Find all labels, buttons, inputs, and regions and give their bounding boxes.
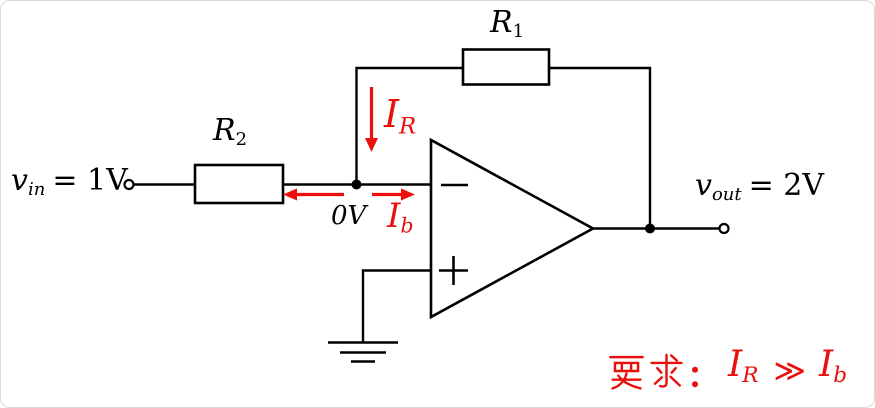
wire-noninverting-to-ground [361, 269, 431, 342]
vin-value: = 1V [52, 163, 128, 198]
r1-subscript: 1 [512, 21, 525, 43]
r2-label: R2 [213, 113, 248, 151]
vout-symbol: v [695, 168, 712, 203]
opamp-triangle [429, 137, 596, 320]
ir-label: IR [384, 92, 417, 140]
vin-symbol: v [11, 163, 28, 198]
requirement-ir-symbol: I [728, 344, 743, 385]
node-voltage-label: 0V [331, 201, 367, 231]
ib-label: Ib [387, 196, 414, 238]
vout-label: vout = 2V [695, 168, 825, 206]
current-arrow-left [283, 188, 344, 201]
current-arrow-ib [372, 188, 415, 201]
resistor-r2-body [193, 163, 285, 205]
r1-label: R1 [490, 5, 525, 43]
requirement-char-qiu [650, 353, 683, 388]
junction-dot-output-node [645, 223, 655, 234]
vout-subscript: out [711, 184, 742, 206]
ir-symbol: I [384, 92, 400, 136]
vin-subscript: in [27, 179, 46, 201]
ground-symbol [328, 341, 398, 363]
requirement-ir-subscript: R [742, 363, 759, 389]
junction-dot-inverting-node [351, 179, 362, 190]
r2-subscript: 2 [235, 129, 248, 151]
current-arrow-ir [365, 87, 378, 152]
ib-symbol: I [387, 196, 401, 236]
requirement-ib-subscript: b [833, 363, 848, 389]
plus-input-symbol [439, 256, 468, 285]
input-terminal [123, 178, 135, 191]
requirement-ib-symbol: I [818, 344, 834, 385]
r2-symbol: R [213, 113, 236, 148]
requirement-operator: ≫ [773, 352, 806, 389]
requirement-char-yao [609, 355, 644, 390]
r1-symbol: R [490, 5, 513, 40]
vout-value: = 2V [748, 168, 825, 203]
ir-subscript: R [399, 113, 417, 140]
requirement-colon [692, 366, 698, 387]
vin-label: vin = 1V [11, 163, 128, 201]
ib-subscript: b [400, 213, 414, 238]
requirement-ir: IR [728, 344, 759, 397]
requirement-annotation: 要求： IR ≫ Ib [608, 344, 847, 397]
output-terminal [718, 222, 730, 235]
requirement-ib: Ib [819, 344, 847, 397]
resistor-r1-body [461, 48, 551, 86]
